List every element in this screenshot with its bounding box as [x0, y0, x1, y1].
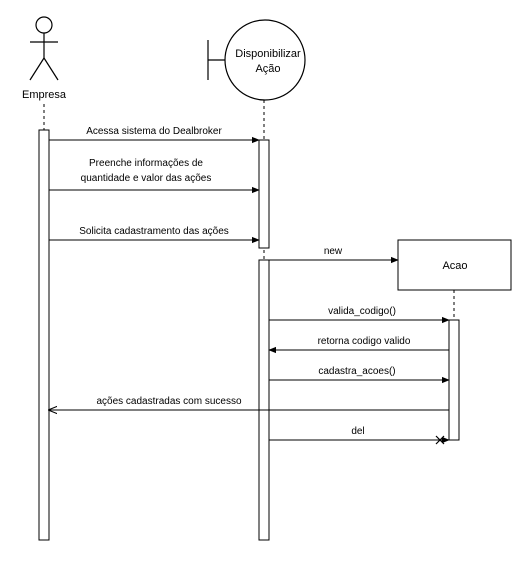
message-label-9: del	[351, 426, 364, 437]
message-label-2b: quantidade e valor das ações	[81, 173, 212, 184]
object-label: Acao	[442, 260, 467, 272]
destroy-x-icon	[435, 435, 445, 445]
boundary-label-line1: Disponibilizar	[235, 48, 301, 60]
boundary-disponibilizar-acao: Disponibilizar Ação	[207, 19, 306, 101]
message-label-7: cadastra_acoes()	[318, 366, 395, 377]
message-label-6: retorna codigo valido	[318, 336, 411, 347]
message-label-3: Solicita cadastramento das ações	[79, 226, 229, 237]
boundary-activation-bar-2	[258, 259, 270, 541]
message-label-1: Acessa sistema do Dealbroker	[86, 126, 222, 137]
boundary-icon	[207, 19, 306, 101]
message-label-5: valida_codigo()	[328, 306, 396, 317]
actor-label: Empresa	[22, 89, 67, 101]
message-label-4: new	[324, 246, 343, 257]
message-label-2a: Preenche informações de	[89, 158, 203, 169]
boundary-label-line2: Ação	[255, 63, 280, 75]
object-activation-bar	[448, 319, 460, 441]
boundary-activation-bar-1	[258, 139, 270, 249]
actor-empresa: Empresa	[22, 16, 67, 101]
object-box-acao	[397, 239, 512, 291]
actor-activation-bar	[38, 129, 50, 541]
stick-figure-icon	[29, 16, 59, 81]
message-label-8: ações cadastradas com sucesso	[96, 396, 242, 407]
